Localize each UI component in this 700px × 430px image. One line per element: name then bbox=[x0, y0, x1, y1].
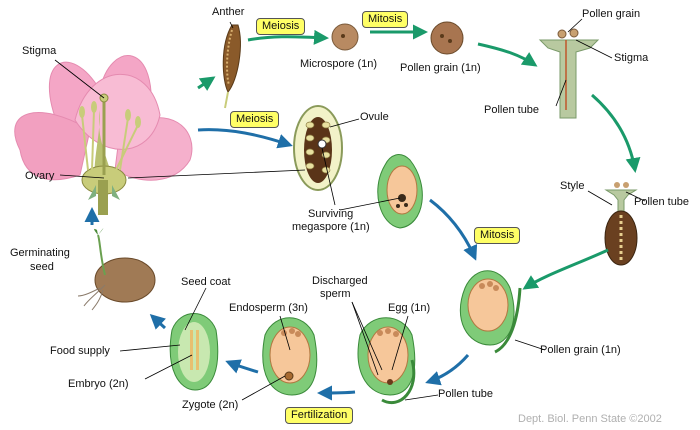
embryo-label: Embryo (2n) bbox=[68, 378, 129, 390]
stigma-right-label: Stigma bbox=[614, 52, 649, 64]
anther-label: Anther bbox=[212, 6, 245, 18]
food-supply-label: Food supply bbox=[50, 345, 110, 357]
zygote-label: Zygote (2n) bbox=[182, 399, 239, 411]
mature-ovule-illustration bbox=[459, 270, 522, 354]
ovule-megaspore-illustration bbox=[377, 154, 423, 229]
mitosis-badge-right: Mitosis bbox=[474, 227, 521, 244]
meiosis-badge-ovule: Meiosis bbox=[230, 111, 280, 128]
pollen-grain-stigma-label: Pollen grain bbox=[582, 8, 641, 20]
stigma-pistil-illustration bbox=[538, 28, 600, 119]
microspore-illustration bbox=[331, 23, 359, 51]
anther-illustration bbox=[222, 24, 241, 109]
pollen-grain-top-label: Pollen grain (1n) bbox=[400, 62, 481, 74]
ovary-label: Ovary bbox=[25, 170, 55, 182]
leader-lines bbox=[54, 18, 646, 401]
surviving-megaspore-label-line1: Surviving bbox=[308, 208, 354, 220]
pollen-grain-right-label: Pollen grain (1n) bbox=[540, 344, 621, 356]
discharged-sperm-label-line1: Discharged bbox=[312, 275, 368, 287]
germinating-seed-label-line1: Germinating bbox=[10, 247, 70, 259]
discharged-sperm-label-line2: sperm bbox=[320, 288, 351, 300]
germinating-seed-illustration bbox=[77, 228, 156, 311]
pollen-grain-illustration bbox=[430, 21, 464, 55]
pollen-tube-top-label: Pollen tube bbox=[484, 104, 540, 116]
endosperm-label: Endosperm (3n) bbox=[229, 302, 308, 314]
germinating-seed-label-line2: seed bbox=[30, 261, 54, 273]
flower bbox=[14, 55, 193, 215]
fertilization-ovule-illustration bbox=[357, 317, 416, 404]
microspore-label: Microspore (1n) bbox=[300, 58, 378, 70]
ovule-label: Ovule bbox=[360, 111, 389, 123]
seed-embryo-illustration bbox=[169, 313, 219, 391]
ovary-section-illustration bbox=[293, 105, 343, 191]
style-pollen-tube-illustration bbox=[604, 182, 638, 266]
cycle-arrows bbox=[84, 24, 641, 401]
pollen-tube-style-label: Pollen tube bbox=[634, 196, 690, 208]
pollen-tube-bottom-label: Pollen tube bbox=[438, 388, 494, 400]
meiosis-badge-anther: Meiosis bbox=[256, 18, 306, 35]
zygote-ovule-illustration bbox=[262, 317, 318, 396]
fertilization-badge: Fertilization bbox=[285, 407, 354, 424]
credit-text: Dept. Biol. Penn State ©2002 bbox=[518, 413, 662, 425]
egg-label: Egg (1n) bbox=[388, 302, 431, 314]
stigma-flower-label: Stigma bbox=[22, 45, 57, 57]
seed-coat-label: Seed coat bbox=[181, 276, 231, 288]
mitosis-badge-top: Mitosis bbox=[362, 11, 409, 28]
style-label: Style bbox=[560, 180, 585, 192]
surviving-megaspore-label-line2: megaspore (1n) bbox=[292, 221, 370, 233]
